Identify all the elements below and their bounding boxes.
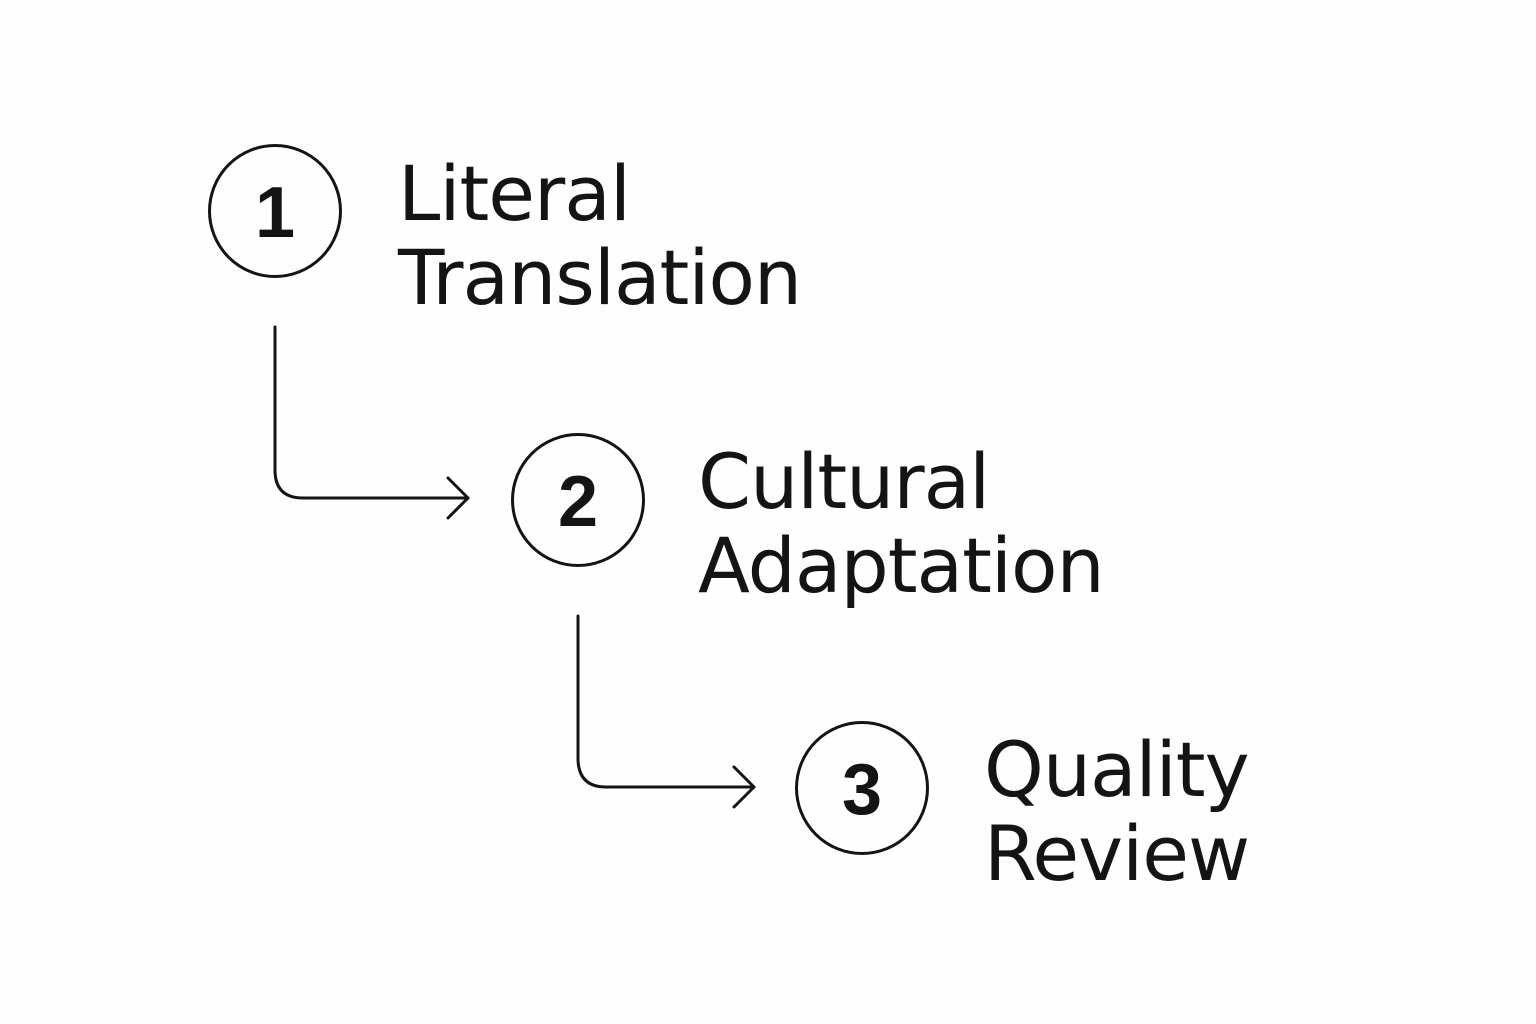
- arrowhead-to-step-3: [732, 765, 756, 809]
- step-2-number: 2: [557, 462, 599, 542]
- step-3-label-line-1: Quality: [984, 725, 1250, 814]
- step-3-number: 3: [841, 750, 883, 830]
- step-1-label-line-2: Translation: [398, 233, 802, 322]
- step-1-label: Literal Translation: [398, 149, 802, 322]
- step-2-label: Cultural Adaptation: [698, 437, 1105, 610]
- step-2-circle: 2: [511, 433, 645, 567]
- connector-2-to-3: [576, 614, 756, 789]
- arrowhead-to-step-2: [446, 476, 470, 520]
- step-2-label-line-2: Adaptation: [698, 521, 1105, 610]
- step-1-circle: 1: [208, 144, 342, 278]
- step-3-label: Quality Review: [984, 725, 1250, 898]
- step-1-number: 1: [254, 173, 296, 253]
- connector-1-to-2: [273, 325, 470, 500]
- step-1-label-line-1: Literal: [398, 149, 631, 238]
- step-3-label-line-2: Review: [984, 809, 1250, 898]
- step-2-label-line-1: Cultural: [698, 437, 990, 526]
- step-3-circle: 3: [795, 721, 929, 855]
